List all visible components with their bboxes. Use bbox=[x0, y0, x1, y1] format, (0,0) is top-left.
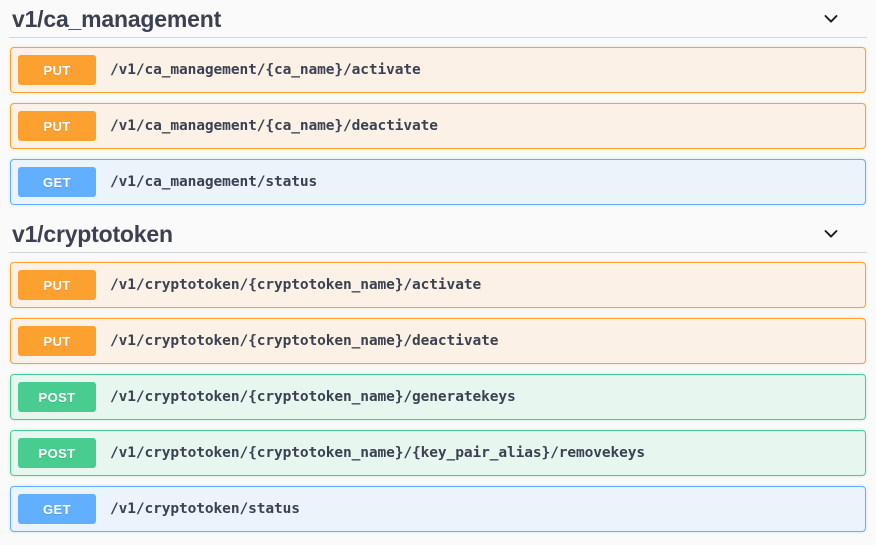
http-method-badge-put: PUT bbox=[18, 326, 96, 356]
chevron-down-icon[interactable] bbox=[818, 6, 844, 32]
http-method-badge-put: PUT bbox=[18, 111, 96, 141]
http-method-badge-post: POST bbox=[18, 438, 96, 468]
http-method-badge-get: GET bbox=[18, 494, 96, 524]
operation-row[interactable]: GET/v1/cryptotoken/status bbox=[10, 486, 866, 532]
operation-row[interactable]: PUT/v1/cryptotoken/{cryptotoken_name}/de… bbox=[10, 318, 866, 364]
operation-row[interactable]: GET/v1/ca_management/status bbox=[10, 159, 866, 205]
operation-row[interactable]: POST/v1/cryptotoken/{cryptotoken_name}/g… bbox=[10, 374, 866, 420]
tag-title: v1/ca_management bbox=[12, 5, 222, 32]
operation-path: /v1/cryptotoken/status bbox=[110, 501, 300, 517]
tag-header-ca_management[interactable]: v1/ca_management bbox=[9, 0, 867, 38]
operation-path: /v1/ca_management/{ca_name}/activate bbox=[110, 62, 421, 78]
operation-path: /v1/cryptotoken/{cryptotoken_name}/deact… bbox=[110, 333, 499, 349]
chevron-down-icon[interactable] bbox=[818, 221, 844, 247]
operations-cryptotoken: PUT/v1/cryptotoken/{cryptotoken_name}/ac… bbox=[9, 253, 867, 532]
tag-header-cryptotoken[interactable]: v1/cryptotoken bbox=[9, 215, 867, 253]
operation-row[interactable]: PUT/v1/cryptotoken/{cryptotoken_name}/ac… bbox=[10, 262, 866, 308]
http-method-badge-post: POST bbox=[18, 382, 96, 412]
http-method-badge-put: PUT bbox=[18, 270, 96, 300]
operation-path: /v1/cryptotoken/{cryptotoken_name}/{key_… bbox=[110, 445, 646, 461]
tag-title: v1/cryptotoken bbox=[12, 220, 173, 247]
operation-row[interactable]: PUT/v1/ca_management/{ca_name}/deactivat… bbox=[10, 103, 866, 149]
http-method-badge-get: GET bbox=[18, 167, 96, 197]
operation-row[interactable]: POST/v1/cryptotoken/{cryptotoken_name}/{… bbox=[10, 430, 866, 476]
http-method-badge-put: PUT bbox=[18, 55, 96, 85]
operation-path: /v1/ca_management/status bbox=[110, 174, 318, 190]
operation-row[interactable]: PUT/v1/ca_management/{ca_name}/activate bbox=[10, 47, 866, 93]
operation-path: /v1/ca_management/{ca_name}/deactivate bbox=[110, 118, 438, 134]
operation-path: /v1/cryptotoken/{cryptotoken_name}/gener… bbox=[110, 389, 516, 405]
operation-path: /v1/cryptotoken/{cryptotoken_name}/activ… bbox=[110, 277, 482, 293]
